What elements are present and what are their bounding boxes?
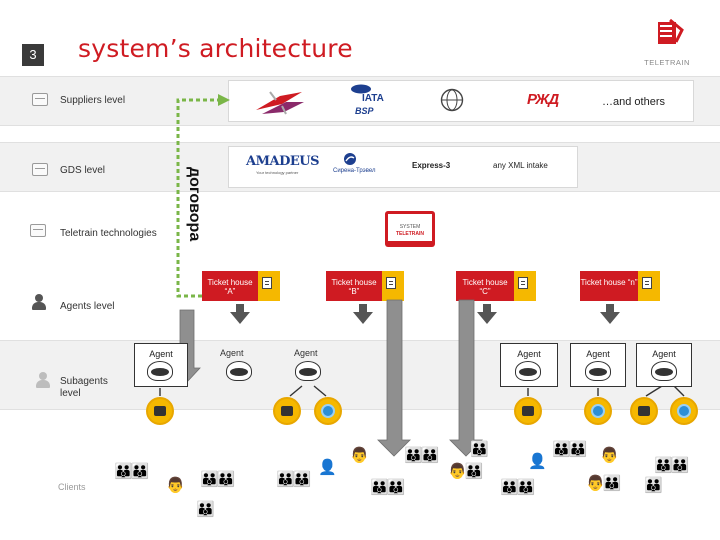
suppliers-level-label: Suppliers level <box>60 95 126 106</box>
suppliers-level-icon <box>32 93 48 106</box>
agents-level-label: Agents level <box>60 301 115 312</box>
people-group-icon: 👪👪 <box>654 456 689 474</box>
people-group-icon: 👤 <box>528 452 547 470</box>
rzd-logo-text: РЖД <box>527 91 559 108</box>
sirena-logo-icon <box>344 153 356 165</box>
teletrain-system-box: SYSTEM TELETRAIN <box>385 211 435 244</box>
agent-box-5-label: Agent <box>586 349 610 359</box>
phone-icon <box>146 397 174 425</box>
xml-intake-label: any XML intake <box>493 161 548 170</box>
people-group-icon: 👨 <box>350 446 369 464</box>
subagents-level-person-icon <box>36 372 50 388</box>
globe-seal-icon <box>440 88 464 112</box>
phone-icon <box>273 397 301 425</box>
slide-number: 3 <box>22 44 44 66</box>
agent-label-3: Agent <box>294 348 318 358</box>
amadeus-tagline: Your technology partner <box>256 170 299 175</box>
teletrain-level-label: Teletrain technologies <box>60 228 157 239</box>
people-group-icon: 👪👪 <box>276 470 311 488</box>
bsp-logo-text: BSP <box>355 106 374 116</box>
document-icon <box>518 277 528 289</box>
people-group-icon: 👪👪 <box>370 478 405 496</box>
teletrain-logo-icon <box>658 18 684 44</box>
document-icon <box>642 277 652 289</box>
ticket-house-a-label: Ticket house “A” <box>207 278 253 296</box>
internet-explorer-icon <box>584 397 612 425</box>
agent-face-icon <box>585 361 611 381</box>
agent-box-4-label: Agent <box>517 349 541 359</box>
people-group-icon: 👨 <box>600 446 619 464</box>
ticket-house-c-doc <box>514 271 536 301</box>
ticket-house-b-doc <box>382 271 404 301</box>
clients-label: Clients <box>58 482 86 492</box>
agents-level-person-icon <box>32 294 46 310</box>
agent-box-1-label: Agent <box>149 349 173 359</box>
people-group-icon: 👪👪 <box>404 446 439 464</box>
people-group-icon: 👨 <box>166 476 185 494</box>
agent-face-icon <box>226 361 252 381</box>
people-group-icon: 👪👪 <box>114 462 149 480</box>
express3-label: Express-3 <box>412 161 451 170</box>
ticket-house-c-label: Ticket house “C” <box>462 278 508 296</box>
agent-face-icon <box>295 361 321 381</box>
amadeus-logo-text: AMADEUS <box>246 154 319 169</box>
people-group-icon: 👤 <box>318 458 337 476</box>
gds-level-label: GDS level <box>60 165 106 176</box>
agent-face-icon <box>147 361 173 381</box>
phone-icon <box>630 397 658 425</box>
people-group-icon: 👪 <box>196 500 215 518</box>
gds-logos-box <box>228 146 578 188</box>
system-box-line2: TELETRAIN <box>395 231 425 237</box>
people-group-icon: 👨👪 <box>586 474 621 492</box>
airline-planes-icon <box>256 91 304 115</box>
gds-level-icon <box>32 163 48 176</box>
ticket-house-n-doc <box>638 271 660 301</box>
agent-label-2: Agent <box>220 348 244 358</box>
people-group-icon: 👨👪 <box>448 462 483 480</box>
phone-icon <box>514 397 542 425</box>
ticket-house-c: Ticket house “C” <box>456 271 514 301</box>
internet-explorer-icon <box>670 397 698 425</box>
subagents-level-label: Subagents level <box>60 376 108 399</box>
system-box-line1: SYSTEM <box>399 224 421 230</box>
agent-face-icon <box>651 361 677 381</box>
agent-face-icon <box>515 361 541 381</box>
iata-logo-text: IATA <box>362 93 384 104</box>
ticket-house-b: Ticket house “B” <box>326 271 382 301</box>
document-icon <box>262 277 272 289</box>
sirena-logo-text: Сирена-Трэвел <box>333 168 376 174</box>
ticket-house-n: Ticket house “n” <box>580 271 638 301</box>
people-group-icon: 👪 <box>644 476 663 494</box>
page-title: system’s architecture <box>78 34 353 63</box>
people-group-icon: 👪👪 <box>200 470 235 488</box>
agent-box-6-label: Agent <box>652 349 676 359</box>
people-group-icon: 👪👪 <box>500 478 535 496</box>
people-group-icon: 👪👪 <box>552 440 587 458</box>
ticket-house-b-label: Ticket house “B” <box>331 278 377 296</box>
ticket-house-a: Ticket house “A” <box>202 271 258 301</box>
document-icon <box>386 277 396 289</box>
iata-logo-icon <box>351 84 371 94</box>
internet-explorer-icon <box>314 397 342 425</box>
people-group-icon: 👪 <box>470 440 489 458</box>
teletrain-level-icon <box>30 224 46 237</box>
logo-wordmark: TELETRAIN <box>644 58 690 67</box>
ticket-house-a-doc <box>258 271 280 301</box>
and-others-label: …and others <box>602 96 665 108</box>
ticket-house-n-label: Ticket house “n” <box>580 278 638 287</box>
